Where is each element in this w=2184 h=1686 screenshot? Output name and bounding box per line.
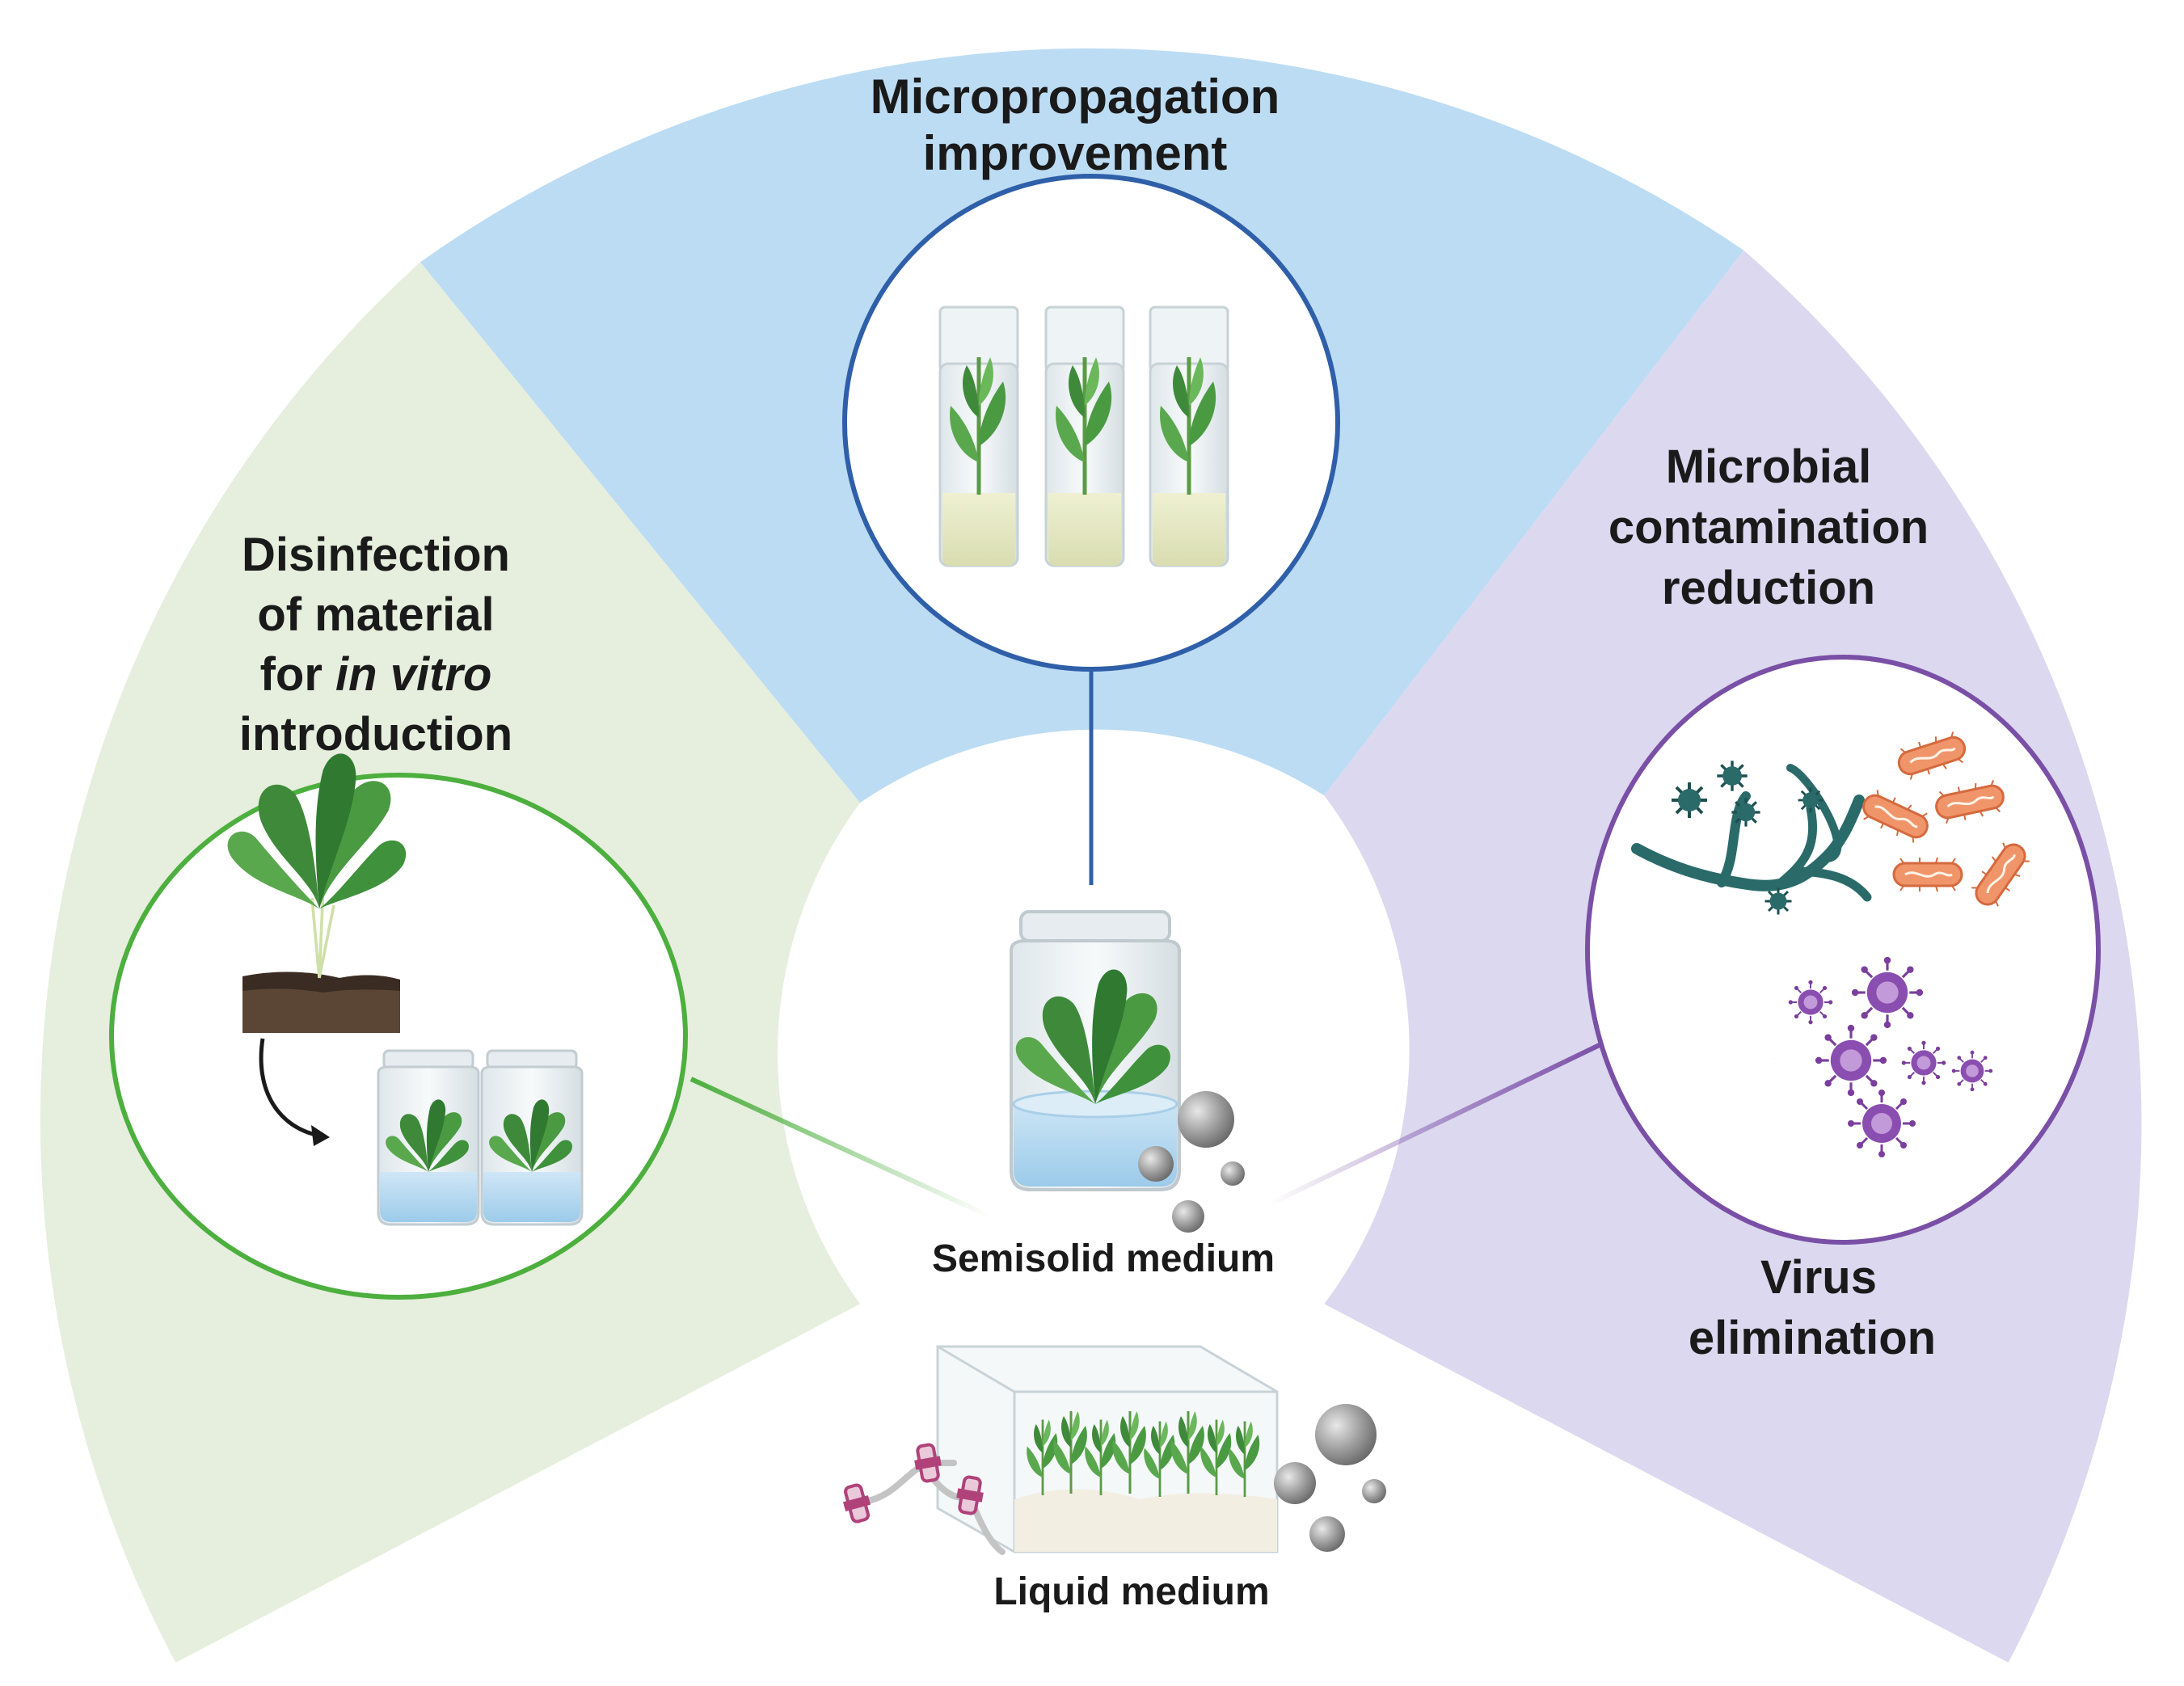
microbial-title-line3: reduction (1662, 562, 1875, 614)
disinfection-title-line2: of material (257, 588, 494, 641)
semisolid-jar-icon (1010, 910, 1181, 1191)
disinfection-title-line1: Disinfection (242, 529, 510, 581)
test-tube-icon (1046, 307, 1124, 566)
virus-title-line2: elimination (1689, 1312, 1936, 1364)
virus-title: Virus elimination (1689, 1251, 1936, 1364)
disinfection-connector (689, 1077, 992, 1219)
arrow-head-icon (311, 1125, 330, 1146)
bioreactor-icon (837, 1345, 1279, 1555)
nanoparticle-icon (1138, 1091, 1245, 1233)
transfer-arrow-icon (259, 1038, 320, 1138)
micropropagation-title: Micropropagation improvement (871, 70, 1280, 180)
nanoparticle-icon (1274, 1404, 1386, 1552)
spinach-plant-icon (227, 753, 407, 979)
test-tube-icon (940, 307, 1018, 566)
filter-icon (837, 1481, 876, 1526)
microbial-title-line1: Microbial (1666, 440, 1872, 493)
disinfection-title: Disinfection of material for in vitro in… (239, 529, 512, 761)
jar-icon (378, 1051, 479, 1224)
fungus-icon (1631, 759, 1872, 916)
test-tube-icon (1150, 307, 1228, 566)
microbial-title: Microbial contamination reduction (1608, 440, 1929, 614)
disinfection-title-line3-prefix: for (260, 648, 335, 701)
microbial-connector (1267, 1040, 1606, 1207)
liquid-medium-label: Liquid medium (993, 1570, 1269, 1613)
semisolid-medium-label: Semisolid medium (932, 1237, 1275, 1280)
micropropagation-circle (842, 174, 1340, 672)
micropropagation-title-line2: improvement (923, 126, 1228, 180)
disinfection-title-italic: in vitro (335, 648, 491, 701)
soil-icon (242, 972, 400, 1033)
jar-icon (482, 1051, 582, 1224)
disinfection-circle (109, 753, 688, 1300)
microbial-title-line2: contamination (1608, 501, 1929, 554)
micropropagation-title-line1: Micropropagation (871, 70, 1280, 124)
disinfection-title-line3: for in vitro (260, 648, 492, 701)
disinfection-title-line4: introduction (239, 708, 512, 761)
virus-title-line1: Virus (1760, 1251, 1877, 1304)
microbial-circle (1585, 655, 2101, 1245)
